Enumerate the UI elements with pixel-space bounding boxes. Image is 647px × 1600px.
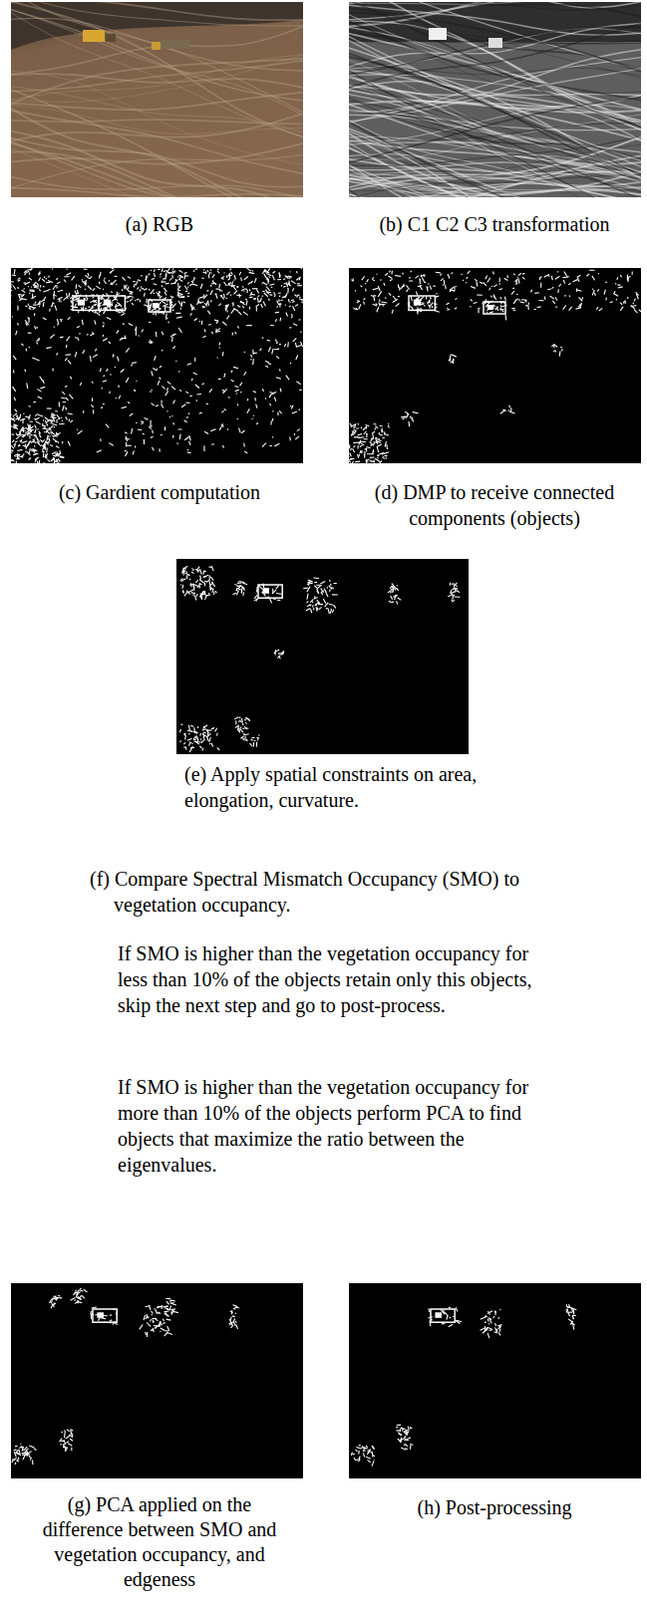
image-panel <box>5 268 307 467</box>
image-panel <box>348 1284 642 1480</box>
image-panel <box>10 1284 304 1480</box>
image-panel <box>176 559 469 755</box>
panel-caption: (b) C1 C2 C3 transformation <box>344 211 645 238</box>
panel-caption: (f) Compare Spectral Mismatch Occupancy … <box>89 866 559 919</box>
panel-caption: (d) DMP to receive connected components … <box>344 479 645 532</box>
panel-caption: (g) PCA applied on the difference betwee… <box>29 1493 290 1594</box>
note-text: If SMO is higher than the vegetation occ… <box>117 1074 557 1179</box>
panel-caption: (c) Gardient computation <box>9 479 310 506</box>
panel-caption: (h) Post-processing <box>344 1495 645 1522</box>
note-text: If SMO is higher than the vegetation occ… <box>117 941 557 1019</box>
image-panel <box>344 268 642 467</box>
panel-caption: (a) RGB <box>59 211 260 238</box>
panel-caption: (e) Apply spatial constraints on area, e… <box>184 761 484 814</box>
